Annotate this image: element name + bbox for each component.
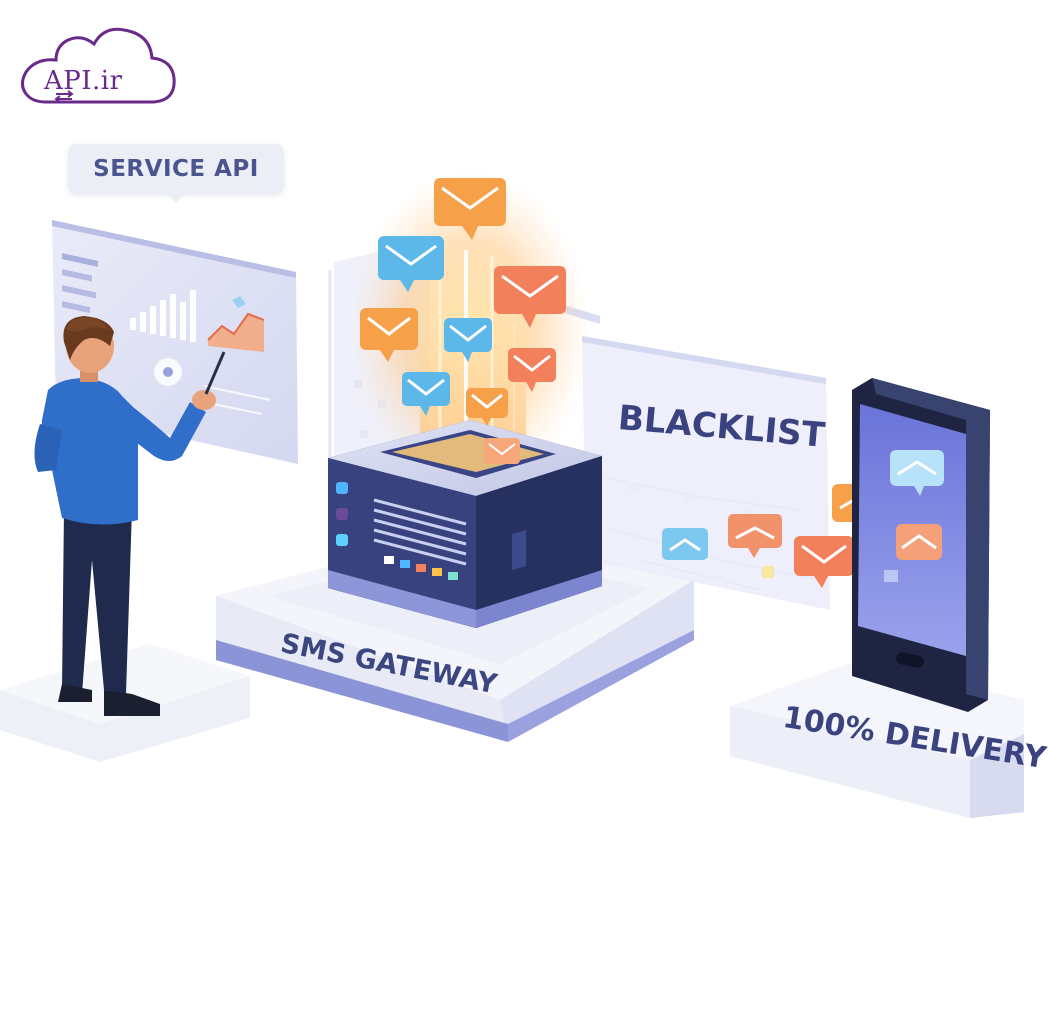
smartphone-icon [852,378,990,712]
illustration-stage: API.ir SERVICE API SMS GATEWAY BLACKLIST… [0,18,1048,818]
sms-gateway-scene [0,170,1024,818]
dashboard-dial [154,358,182,386]
speech-bubble-icon [662,528,708,560]
message-bubbles [360,178,566,464]
envelope-icon [444,318,492,362]
envelope-icon [794,536,854,588]
phone-message-bubbles [884,450,944,582]
service-api-callout: SERVICE API [68,144,284,194]
server-icon [328,420,602,628]
envelope-icon [434,178,506,240]
server-status-lights [336,482,348,546]
server-led-strip [384,556,458,580]
cloud-icon [21,27,176,104]
dashboard-sidebar [62,253,98,314]
area-chart [207,312,265,352]
envelope-icon [402,372,450,416]
envelope-icon [484,438,520,464]
envelope-icon [466,388,508,426]
brand-logo[interactable]: API.ir [16,18,178,110]
logo-text: API.ir [44,66,123,96]
person-icon [34,316,226,716]
server-vents [373,498,467,566]
envelope-icon [494,266,566,328]
bar-chart-icon [130,290,196,342]
envelope-icon [378,236,444,292]
callout-tail [166,190,186,204]
speech-bubble-icon [728,514,782,558]
swap-arrows-icon [54,90,74,103]
service-api-label: SERVICE API [93,156,259,182]
envelope-icon [360,308,418,362]
envelope-icon [508,348,556,392]
